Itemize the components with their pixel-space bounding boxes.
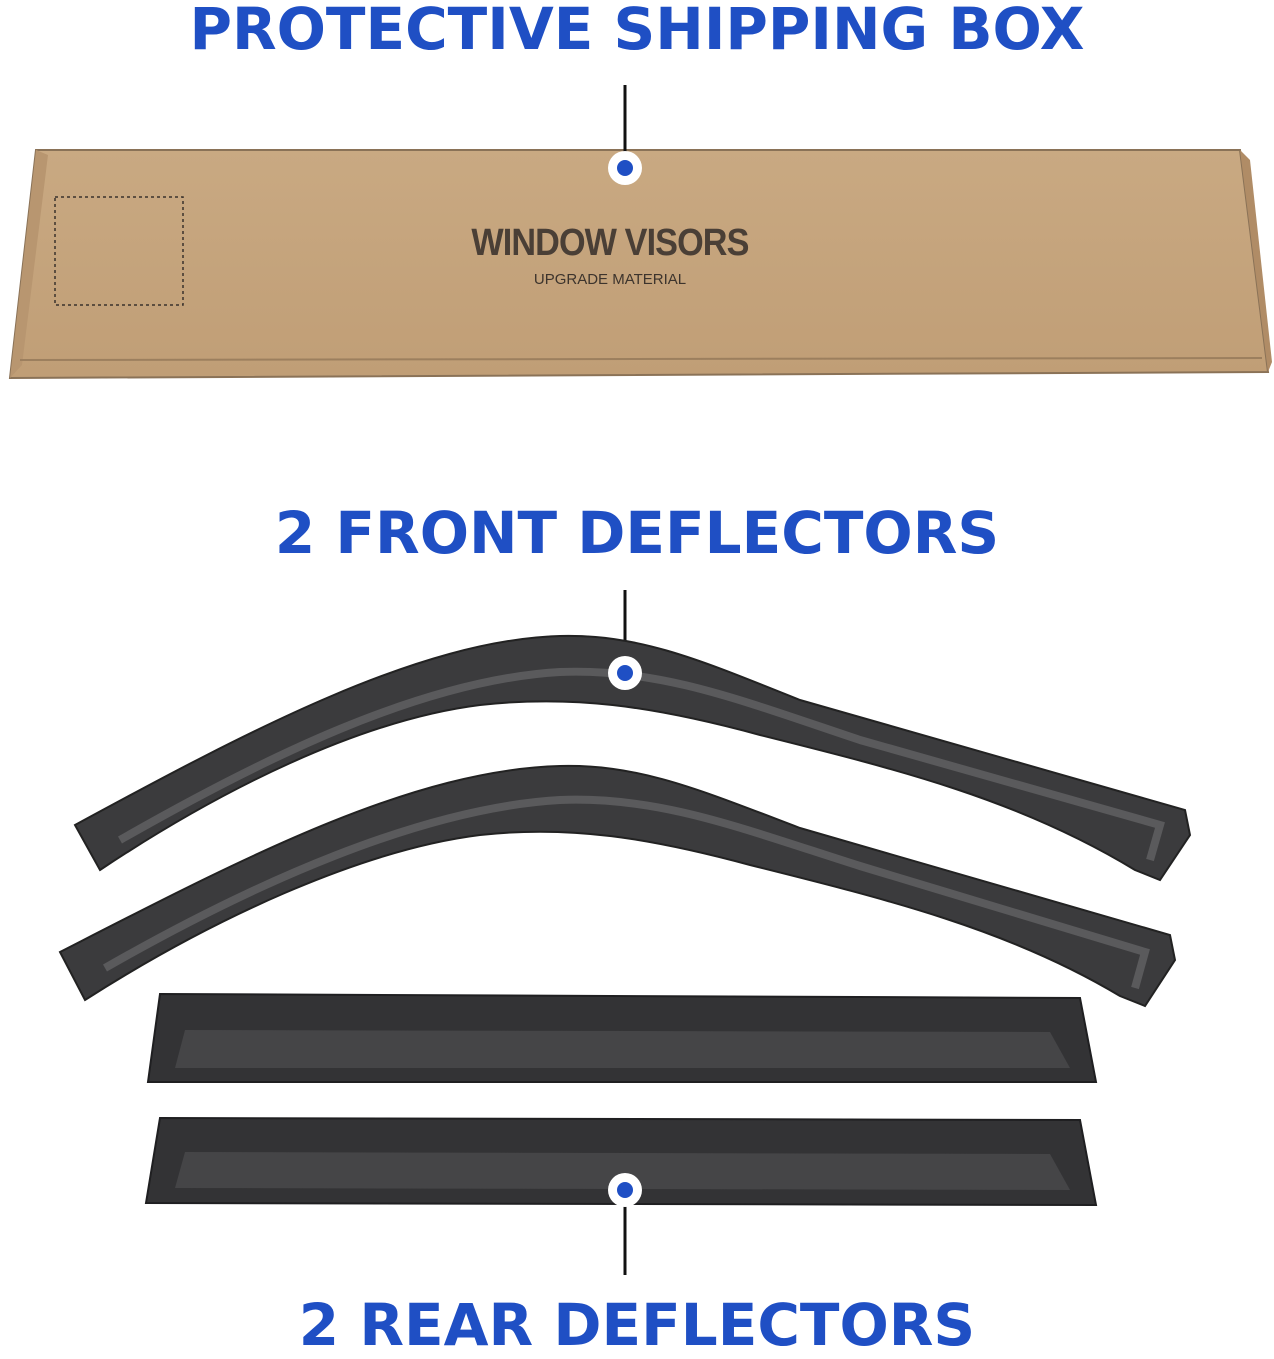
callout-dot-front — [608, 656, 642, 690]
label-front-deflectors: 2 FRONT DEFLECTORS — [274, 499, 1000, 567]
front-deflector — [58, 764, 1177, 1008]
callout-dot-box — [608, 151, 642, 185]
box-print: WINDOW VISORS UPGRADE MATERIAL — [410, 224, 810, 287]
front-deflector — [73, 634, 1192, 882]
label-shipping-box: PROTECTIVE SHIPPING BOX — [189, 0, 1085, 63]
box-print-subtitle: UPGRADE MATERIAL — [533, 271, 687, 288]
rear-deflector — [144, 1116, 1098, 1207]
label-area — [54, 196, 184, 306]
label-rear-deflectors: 2 REAR DEFLECTORS — [298, 1291, 976, 1359]
rear-deflector — [146, 992, 1098, 1083]
callout-dot-rear — [608, 1173, 642, 1207]
box-print-title: WINDOW VISORS — [471, 222, 749, 264]
shipping-box — [8, 149, 1272, 380]
